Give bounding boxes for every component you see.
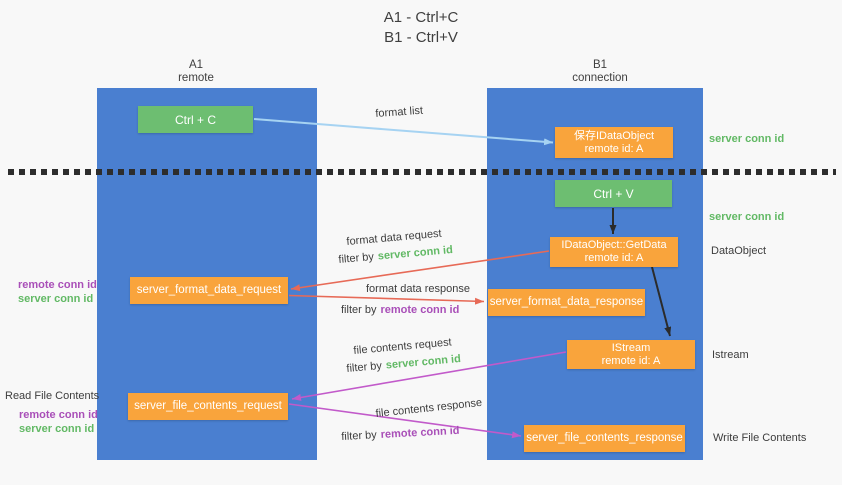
format-response-arrow [288, 294, 485, 305]
title-line-1: A1 - Ctrl+C [383, 9, 459, 26]
getdata-line2: remote id: A [584, 252, 644, 264]
server-file-contents-response-label: server_file_contents_response [526, 432, 683, 444]
istream-line1: IStream [611, 341, 651, 354]
server-file-contents-request-label: server_file_contents_request [134, 400, 282, 412]
ctrl-v-node: Ctrl + V [555, 180, 672, 207]
getdata-line1: IDataObject::GetData [561, 239, 667, 251]
server-conn-id-text: server conn id [377, 244, 454, 263]
read-file-contents-label: Read File Contents [5, 390, 100, 402]
server-format-data-response-label: server_format_data_response [489, 296, 644, 308]
left-bottom-server-conn-id-label: server conn id [19, 423, 95, 435]
file-contents-request-label: file contents request [353, 336, 453, 357]
filter-by-text: filter by [341, 429, 378, 443]
filter-by-text: filter by [338, 250, 375, 266]
left-remote-conn-id-label: remote conn id [18, 279, 97, 291]
file-contents-response-label: file contents response [375, 396, 483, 420]
filter-by-text: filter by [346, 359, 383, 375]
lane-b1-sub: connection [572, 72, 628, 84]
right-server-conn-id-mid-label: server conn id [709, 211, 785, 223]
ctrl-v-label: Ctrl + V [593, 186, 634, 201]
remote-conn-id-text: remote conn id [380, 304, 460, 316]
right-server-conn-id-top-label: server conn id [709, 133, 785, 145]
server-conn-id-text: server conn id [385, 353, 462, 372]
format-data-response-label: format data response [366, 283, 470, 295]
format-data-request-label: format data request [346, 227, 443, 248]
remote-conn-id-text: remote conn id [380, 424, 460, 441]
server-format-data-response-node: server_format_data_response [488, 289, 645, 316]
server-format-data-request-node: server_format_data_request [130, 277, 288, 304]
server-file-contents-request-node: server_file_contents_request [128, 393, 288, 420]
dotted-divider [8, 169, 836, 175]
save-idataobject-node: 保存IDataObject remote id: A [555, 127, 673, 158]
server-file-contents-response-node: server_file_contents_response [524, 425, 685, 452]
diagram-title: A1 - Ctrl+C B1 - Ctrl+V [0, 8, 842, 48]
lane-b1-header: B1 connection [500, 59, 700, 85]
left-server-conn-id-label: server conn id [18, 293, 94, 305]
filter-by-text: filter by [341, 304, 377, 316]
istream-node: IStream remote id: A [567, 340, 695, 369]
lane-a1-sub: remote [178, 72, 214, 84]
getdata-node: IDataObject::GetData remote id: A [550, 237, 678, 267]
istream-side-label: Istream [712, 349, 749, 361]
server-format-data-request-label: server_format_data_request [136, 284, 282, 296]
write-file-contents-label: Write File Contents [713, 432, 807, 444]
save-idataobject-line1: 保存IDataObject [573, 129, 655, 142]
lane-a1-name: A1 [188, 59, 204, 71]
dataobject-label: DataObject [711, 245, 767, 257]
left-bottom-remote-conn-id-label: remote conn id [19, 409, 98, 421]
title-line-2: B1 - Ctrl+V [384, 29, 458, 46]
ctrl-c-label: Ctrl + C [174, 112, 216, 127]
lane-a1-header: A1 remote [96, 59, 296, 85]
format-list-label: format list [375, 104, 424, 120]
lane-b1-name: B1 [592, 59, 608, 71]
ctrl-c-node: Ctrl + C [138, 106, 253, 133]
istream-line2: remote id: A [601, 354, 661, 367]
save-idataobject-line2: remote id: A [584, 142, 644, 155]
